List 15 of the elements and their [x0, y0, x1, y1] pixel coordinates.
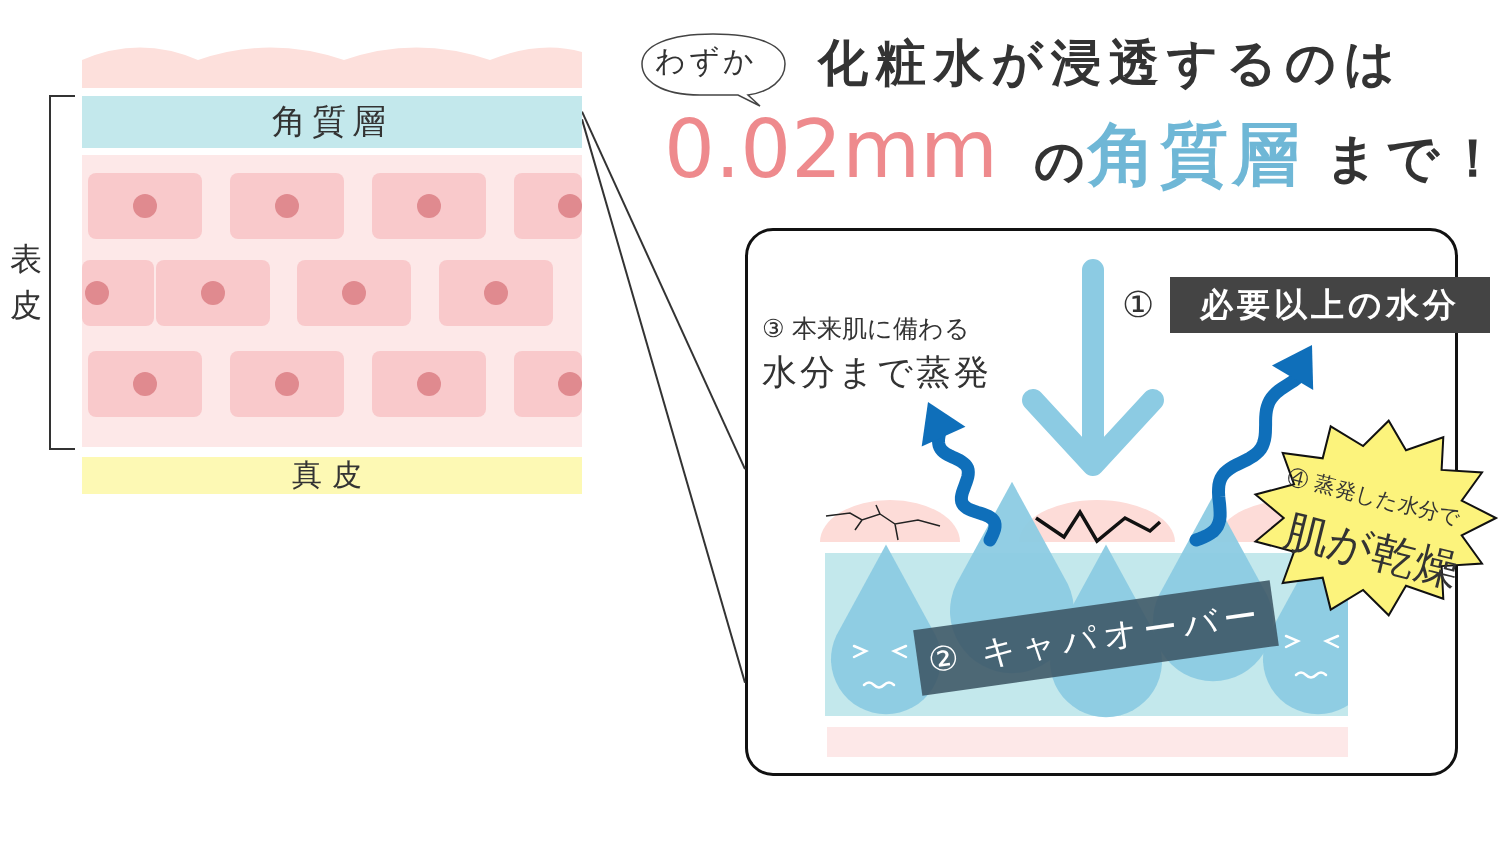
caption-text: 水分まで蒸発 — [762, 353, 992, 392]
heading-text: の — [1034, 134, 1085, 189]
layer-band: 真皮 — [82, 457, 582, 494]
heading-text: 0.02mm — [664, 106, 998, 194]
leader-line — [581, 118, 746, 684]
bubble-text: わずか — [655, 44, 757, 77]
step-number: ① — [1122, 284, 1155, 325]
layer-label: 表皮 — [10, 239, 43, 327]
leader-line — [581, 110, 746, 471]
heading-text: まで！ — [1325, 130, 1500, 188]
label-box: 必要以上の水分 — [1170, 277, 1490, 333]
heading-text: 化粧水が浸透するのは — [818, 36, 1403, 91]
caption-text: ③ 本来肌に備わる — [762, 315, 971, 343]
heading-text: 角質層 — [1088, 118, 1304, 193]
layer-band: 角質層 — [82, 96, 582, 148]
